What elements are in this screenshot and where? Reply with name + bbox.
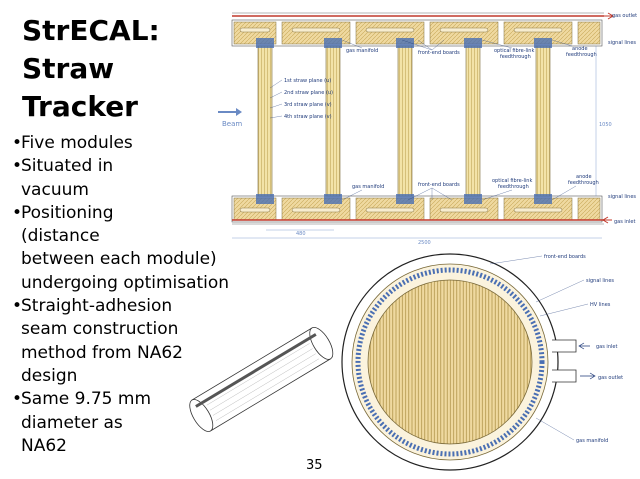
bullet-same-diameter: • Same 9.75 mm diameter as NA62 xyxy=(12,388,248,458)
straw-tube xyxy=(189,327,334,432)
straw-modules xyxy=(256,38,552,204)
anode-feedthrough-top-label-1: anode xyxy=(572,46,588,52)
cross-section-diagram: front-end boards signal lines HV lines g… xyxy=(341,253,623,471)
leader-lines-top xyxy=(341,39,573,51)
cross-section-leaders xyxy=(489,255,589,441)
bullet-line: method from NA62 xyxy=(21,342,183,363)
signal-lines-label: signal lines xyxy=(586,278,614,284)
front-end-boards-top-label: front-end boards xyxy=(418,50,460,56)
gas-outlet-label: gas outlet xyxy=(612,13,637,19)
bullet-line: NA62 xyxy=(21,435,67,456)
bullet-five-modules: • Five modules xyxy=(12,132,248,155)
bottom-frame xyxy=(231,195,603,223)
gas-pipes xyxy=(552,339,577,383)
straw-plane-1-label: 1st straw plane (u) xyxy=(284,78,331,84)
bullet-line: (distance xyxy=(21,226,100,247)
bullet-line: Straight-adhesion xyxy=(21,296,173,317)
pitch-dimension-label: 480 xyxy=(296,231,306,237)
bullet-positioning: • Positioning (distance between each mod… xyxy=(12,202,248,295)
straw-plane-4-label: 4th straw plane (v) xyxy=(284,114,332,120)
anode-feedthrough-top-label-2: feedthrough xyxy=(566,52,597,58)
straw-module-3 xyxy=(396,38,414,204)
title-line: Tracker xyxy=(22,90,138,123)
title-line: Straw xyxy=(22,52,115,85)
straw-module-1 xyxy=(256,38,274,204)
top-frame xyxy=(231,19,603,47)
anode-feedthrough-bottom-label-2: feedthrough xyxy=(568,180,599,186)
optical-feedthrough-top-label-1: optical fibre-link xyxy=(494,48,534,54)
leader-lines-bottom xyxy=(341,185,577,201)
slide-title: StrECAL: Straw Tracker xyxy=(22,12,212,126)
bullet-straight-adhesion: • Straight-adhesion seam construction me… xyxy=(12,295,248,388)
gas-inlet-arrow xyxy=(602,216,612,224)
gas-outlet-label: gas outlet xyxy=(598,375,623,381)
straw-module-2 xyxy=(324,38,342,204)
signal-lines-top-label: signal lines xyxy=(608,40,636,46)
top-frame-slots xyxy=(239,27,563,33)
title-line: StrECAL: xyxy=(22,14,160,47)
bullet-situated-in-vacuum: • Situated in vacuum xyxy=(12,155,248,202)
bottom-frame-slots xyxy=(239,207,563,213)
gas-inlet-label: gas inlet xyxy=(614,219,635,225)
total-dimension-label: 2500 xyxy=(418,240,431,246)
front-end-boards-bottom-label: front-end boards xyxy=(418,182,460,188)
anode-feedthrough-bottom-label-1: anode xyxy=(576,174,592,180)
gas-inlet-arrow xyxy=(578,342,590,350)
gas-outlet-arrow xyxy=(604,12,614,20)
straw-tube-illustration xyxy=(189,327,334,432)
gas-manifold-bottom-label: gas manifold xyxy=(352,184,384,190)
bullet-line: Positioning xyxy=(21,202,114,223)
bullet-line: vacuum xyxy=(21,179,89,200)
leader-lines-planes xyxy=(269,79,283,119)
bullet-line: design xyxy=(21,365,78,386)
beam-arrow-icon xyxy=(218,108,242,116)
bullet-line: diameter as xyxy=(21,412,123,433)
bullet-dot-icon: • xyxy=(12,202,23,223)
beam-label: Beam xyxy=(222,120,242,128)
straw-plane-2-label: 2nd straw plane (u) xyxy=(284,90,333,96)
side-view-diagram: Beam gas outlet signal lines gas manifol… xyxy=(218,12,637,246)
bullet-dot-icon: • xyxy=(12,296,23,317)
height-dimension-label: 1050 xyxy=(599,122,612,128)
front-end-board-ring xyxy=(355,267,545,457)
gas-inlet-label: gas inlet xyxy=(596,344,617,350)
bullet-dot-icon: • xyxy=(12,133,23,153)
gas-outlet-arrow xyxy=(580,372,596,380)
optical-feedthrough-bottom-label-1: optical fibre-link xyxy=(492,178,532,184)
straw-plane-3-label: 3rd straw plane (v) xyxy=(284,102,332,108)
gas-manifold-label: gas manifold xyxy=(576,438,608,444)
optical-feedthrough-top-label-2: feedthrough xyxy=(500,54,531,60)
bullet-line: seam construction xyxy=(21,319,179,340)
bullet-line: Five modules xyxy=(21,133,133,153)
bullet-dot-icon: • xyxy=(12,156,23,177)
page-number: 35 xyxy=(306,458,323,473)
top-frame-blocks xyxy=(233,21,601,45)
hv-lines-label: HV lines xyxy=(590,302,611,308)
bullet-line: Situated in xyxy=(21,156,114,177)
bullet-line: undergoing optimisation xyxy=(21,272,230,293)
gas-manifold-top-label: gas manifold xyxy=(346,48,378,54)
bullet-line: between each module) xyxy=(21,249,217,270)
signal-lines-bottom-label: signal lines xyxy=(608,194,636,200)
bullet-list: • Five modules • Situated in vacuum • Po… xyxy=(12,132,248,458)
optical-feedthrough-bottom-label-2: feedthrough xyxy=(498,184,529,190)
front-end-boards-label: front-end boards xyxy=(544,254,586,260)
straw-module-5 xyxy=(534,38,552,204)
straw-bundle xyxy=(368,280,532,444)
straw-module-4 xyxy=(464,38,482,204)
bullet-dot-icon: • xyxy=(12,389,23,410)
bullet-line: Same 9.75 mm xyxy=(21,389,152,410)
